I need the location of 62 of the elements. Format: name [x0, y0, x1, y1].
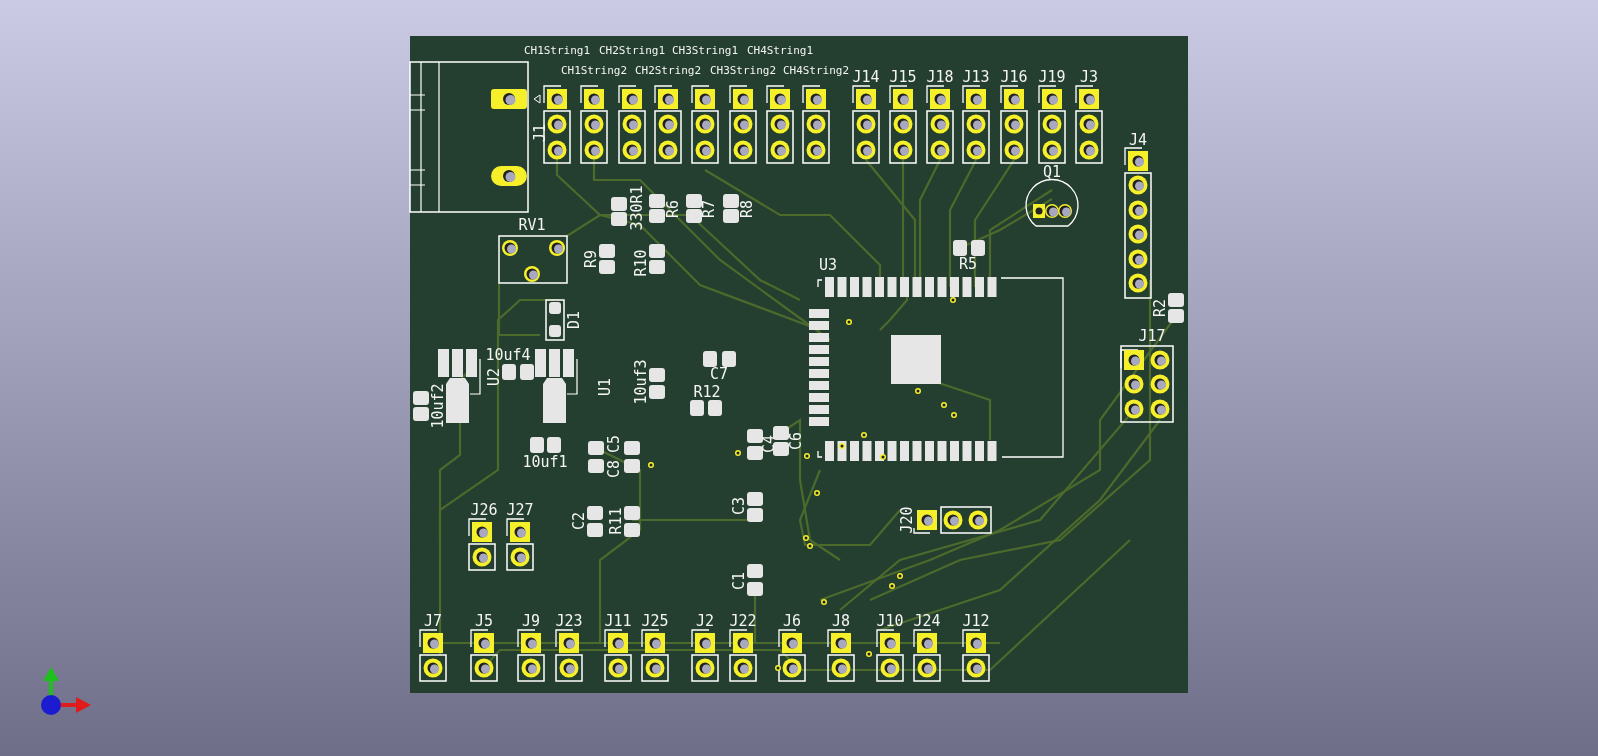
reference-label: Q1	[1042, 164, 1062, 180]
reference-label: J9	[521, 613, 541, 629]
reference-label: 10uf1	[522, 454, 568, 470]
reference-label: CH1String2	[560, 64, 628, 76]
reference-label: C8	[606, 459, 622, 479]
reference-label: J4	[1128, 132, 1148, 148]
reference-label: J5	[474, 613, 494, 629]
reference-label: C6	[788, 431, 804, 451]
reference-label: J18	[926, 69, 954, 85]
reference-label: U1	[597, 377, 613, 397]
reference-label: 330R1	[629, 185, 645, 231]
reference-label: J15	[889, 69, 917, 85]
reference-label: J11	[604, 613, 632, 629]
reference-label: J20	[899, 506, 915, 534]
reference-label: J26	[470, 502, 498, 518]
reference-label: C1	[731, 571, 747, 591]
reference-label: J6	[782, 613, 802, 629]
reference-label: C3	[731, 496, 747, 516]
reference-label: J12	[962, 613, 990, 629]
reference-label: 10uf4	[485, 347, 531, 363]
reference-label: J7	[423, 613, 443, 629]
reference-label: CH2String1	[598, 44, 666, 56]
reference-label: C4	[761, 434, 777, 454]
reference-label: C7	[709, 366, 729, 382]
reference-label: D1	[566, 310, 582, 330]
reference-label: C5	[606, 434, 622, 454]
reference-label: R12	[693, 384, 721, 400]
reference-label: CH4String1	[746, 44, 814, 56]
reference-label: J25	[641, 613, 669, 629]
reference-label: CH2String2	[634, 64, 702, 76]
reference-label: J8	[831, 613, 851, 629]
reference-label: J22	[729, 613, 757, 629]
reference-label: R11	[608, 507, 624, 535]
reference-label: CH1String1	[523, 44, 591, 56]
reference-label: J19	[1038, 69, 1066, 85]
reference-label: R9	[583, 249, 599, 269]
reference-label: U3	[818, 257, 838, 273]
reference-label: CH3String1	[671, 44, 739, 56]
reference-label: R8	[739, 199, 755, 219]
reference-label: R2	[1152, 298, 1168, 318]
reference-label: 10uf2	[430, 383, 446, 429]
reference-label: J27	[506, 502, 534, 518]
reference-label: CH3String2	[709, 64, 777, 76]
reference-label: C2	[571, 511, 587, 531]
reference-label: 10uf3	[633, 359, 649, 405]
reference-label: R7	[701, 199, 717, 219]
reference-label: J1	[532, 123, 548, 143]
reference-label: J16	[1000, 69, 1028, 85]
reference-label: U2	[486, 367, 502, 387]
reference-label: J10	[876, 613, 904, 629]
reference-label: RV1	[518, 217, 546, 233]
reference-label: J14	[852, 69, 880, 85]
reference-label: J17	[1138, 328, 1166, 344]
reference-label: J2	[695, 613, 715, 629]
reference-label: R6	[665, 199, 681, 219]
reference-label: R10	[633, 249, 649, 277]
reference-label: R5	[958, 256, 978, 272]
reference-label: J24	[913, 613, 941, 629]
reference-label: J3	[1079, 69, 1099, 85]
reference-label: CH4String2	[782, 64, 850, 76]
reference-label: J23	[555, 613, 583, 629]
reference-label: J13	[962, 69, 990, 85]
